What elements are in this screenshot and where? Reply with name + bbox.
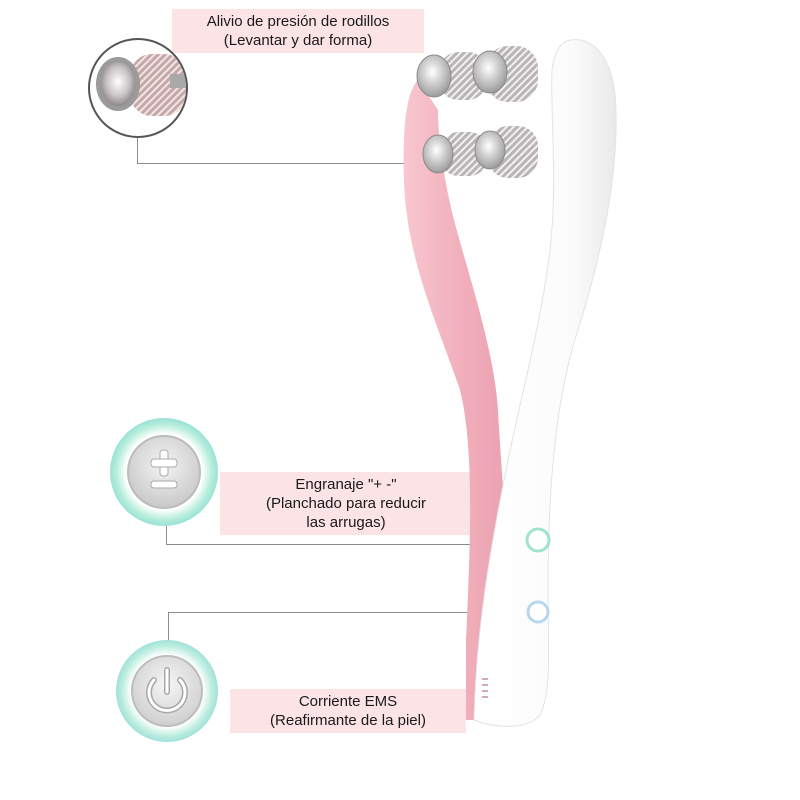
device-white-arm	[473, 39, 617, 727]
gear-callout-subtitle-2: las arrugas)	[306, 514, 386, 531]
roller-leader-horizontal	[137, 163, 435, 164]
roller-callout-title: Alivio de presión de rodillos	[206, 13, 390, 30]
roller-bottom-row	[422, 126, 538, 178]
gear-leader-vertical	[166, 526, 167, 544]
power-icon	[131, 655, 203, 727]
device-power-button[interactable]	[526, 600, 550, 624]
gear-callout-subtitle-1: (Planchado para reducir	[265, 495, 427, 512]
ems-callout-label: Corriente EMS (Reafirmante de la piel)	[230, 689, 466, 733]
ems-leader-horizontal	[168, 612, 530, 613]
gear-callout-title: Engranaje "+ -"	[295, 476, 397, 493]
roller-leader-vertical	[137, 138, 138, 163]
roller-callout-label: Alivio de presión de rodillos (Levantar …	[172, 9, 424, 53]
roller-closeup-icon	[96, 54, 186, 116]
device-plus-minus-button[interactable]	[525, 527, 551, 553]
ems-zoom-circle	[116, 640, 218, 742]
ems-leader-vertical	[168, 612, 169, 640]
charging-port	[482, 678, 488, 698]
roller-callout-subtitle: (Levantar y dar forma)	[223, 32, 373, 49]
ems-callout-subtitle: (Reafirmante de la piel)	[270, 712, 426, 729]
plus-minus-icon	[127, 435, 201, 509]
gear-leader-horizontal	[166, 544, 531, 545]
gear-zoom-circle	[110, 418, 218, 526]
gear-callout-label: Engranaje "+ -" (Planchado para reducir …	[220, 472, 472, 535]
roller-top-row	[416, 46, 538, 102]
roller-zoom-circle	[88, 38, 188, 138]
face-roller-device	[403, 39, 617, 727]
ems-callout-title: Corriente EMS	[298, 693, 398, 710]
